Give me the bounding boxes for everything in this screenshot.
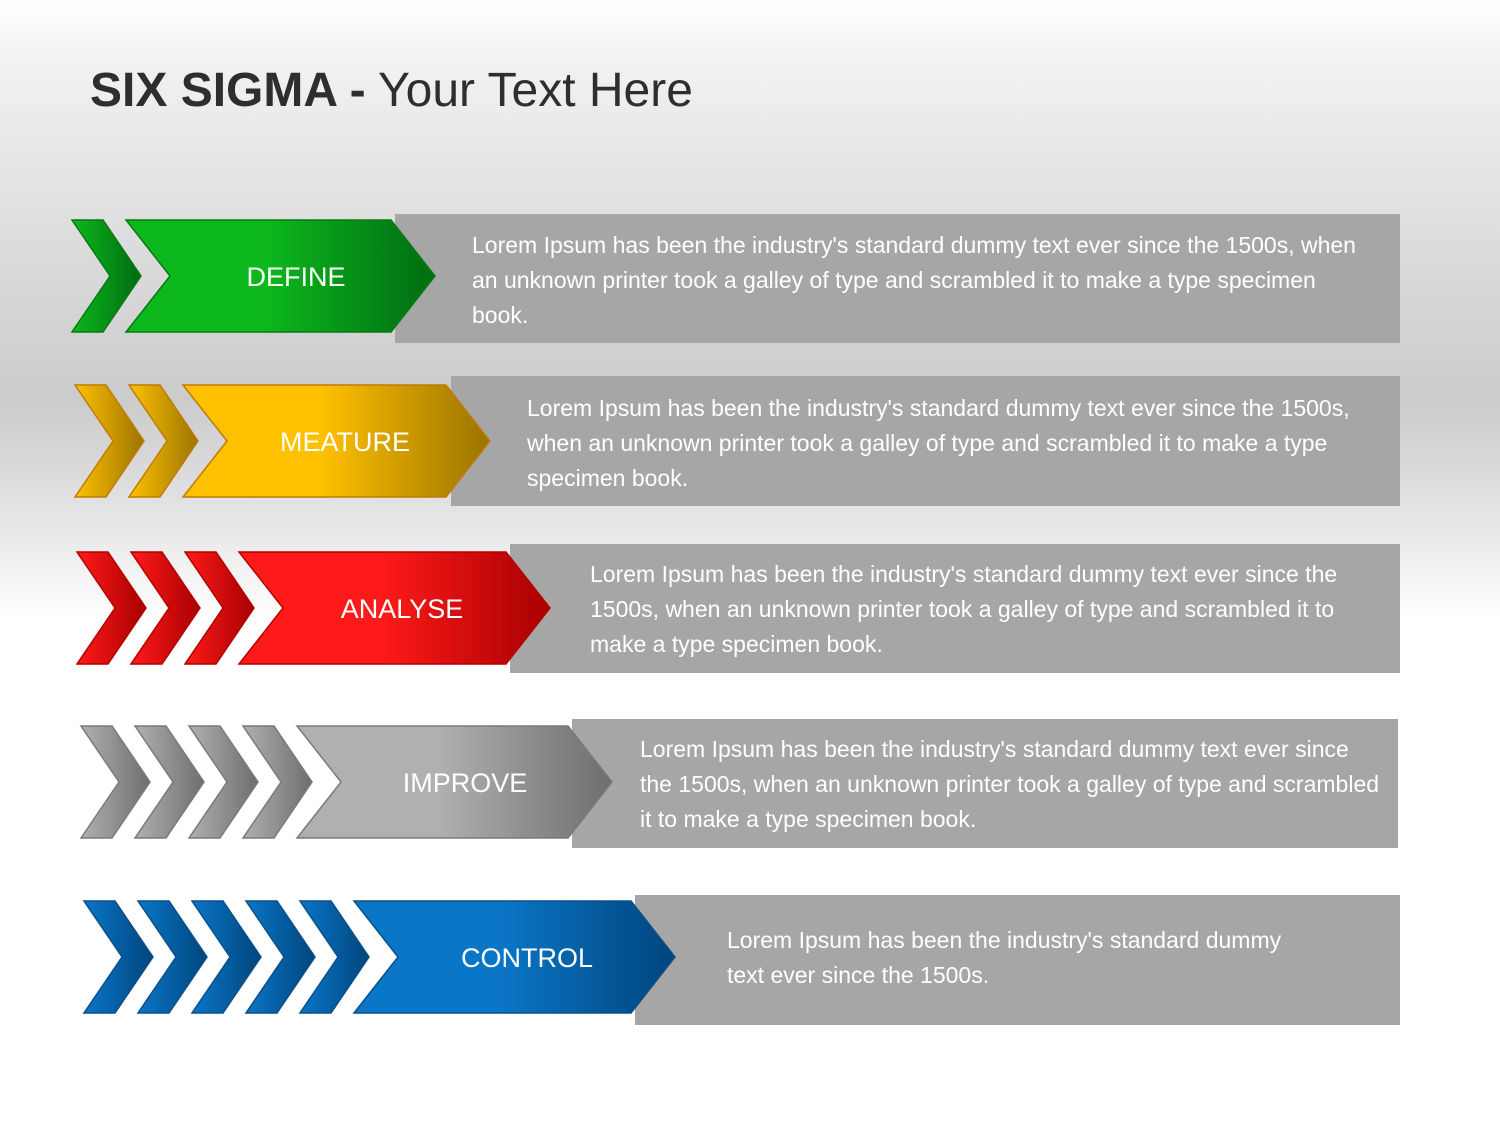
title-regular: Your Text Here [365,64,693,117]
small-chevron [241,725,313,839]
step-label: ANALYSE [341,594,464,624]
main-chevron [181,384,491,498]
small-chevron [127,384,199,498]
step-description: Lorem Ipsum has been the industry's stan… [727,927,1282,988]
step-label: IMPROVE [403,768,528,798]
slide-title: SIX SIGMA - Your Text Here [90,62,693,120]
step-label: DEFINE [246,262,345,292]
main-chevron [237,551,551,665]
small-chevron [70,219,142,333]
small-chevron [187,725,259,839]
step-box-analyse: Lorem Ipsum has been the industry's stan… [510,544,1400,673]
small-chevron [79,725,151,839]
small-chevron [190,900,262,1014]
small-chevron [129,551,201,665]
step-description: Lorem Ipsum has been the industry's stan… [472,232,1356,328]
step-box-measure: Lorem Ipsum has been the industry's stan… [451,376,1400,506]
small-chevron [136,900,208,1014]
title-bold: SIX SIGMA - [90,64,366,117]
step-box-define: Lorem Ipsum has been the industry's stan… [395,214,1400,343]
step-label: MEATURE [280,427,410,457]
main-chevron [124,219,436,333]
small-chevron [73,384,145,498]
step-description: Lorem Ipsum has been the industry's stan… [640,736,1380,832]
main-chevron [295,725,613,839]
main-chevron [352,900,676,1014]
small-chevron [75,551,147,665]
small-chevron [244,900,316,1014]
step-description: Lorem Ipsum has been the industry's stan… [527,395,1350,491]
step-box-improve: Lorem Ipsum has been the industry's stan… [572,719,1398,848]
small-chevron [298,900,370,1014]
step-box-control: Lorem Ipsum has been the industry's stan… [635,895,1400,1025]
small-chevron [82,900,154,1014]
step-description: Lorem Ipsum has been the industry's stan… [590,561,1338,657]
step-label: CONTROL [461,943,593,973]
small-chevron [183,551,255,665]
small-chevron [133,725,205,839]
